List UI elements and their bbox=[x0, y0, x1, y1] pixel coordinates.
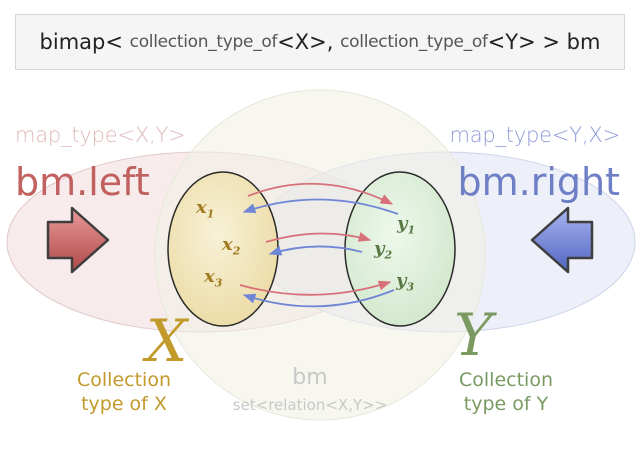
bimap-declaration-box: bimap< collection_type_of<X>, collection… bbox=[15, 14, 625, 70]
y-collection-label: Collection type of Y bbox=[446, 368, 566, 416]
right-map-type-label: map_type<Y,X> bbox=[449, 123, 620, 147]
relation-arrow-x1-y1 bbox=[247, 182, 394, 205]
y-element-2: y2 bbox=[374, 238, 393, 262]
relation-arrow-y3-x3 bbox=[242, 289, 395, 308]
x-collection-line1: Collection bbox=[77, 369, 171, 391]
decl-y-arg: <Y> > bm bbox=[487, 30, 601, 54]
y-element-1: y1 bbox=[397, 213, 416, 237]
left-view-arrow-icon bbox=[46, 206, 110, 274]
left-view-name: bm.left bbox=[15, 160, 150, 204]
relation-arrow-x3-y3 bbox=[239, 280, 392, 296]
decl-bimap: bimap< bbox=[39, 30, 123, 54]
y-element-3: y3 bbox=[396, 270, 415, 294]
x-element-1: x1 bbox=[196, 197, 215, 221]
decl-collection-type-x: collection_type_of bbox=[129, 32, 278, 52]
x-element-2: x2 bbox=[222, 234, 241, 258]
y-set-letter: Y bbox=[454, 301, 493, 369]
right-view-arrow-icon bbox=[530, 206, 594, 274]
relation-arrow-y1-x1 bbox=[242, 198, 399, 215]
decl-collection-type-y: collection_type_of bbox=[340, 32, 488, 52]
y-collection-line2: type of Y bbox=[463, 393, 549, 415]
relation-arrow-x2-y2 bbox=[265, 232, 372, 243]
x-collection-line2: type of X bbox=[81, 393, 167, 415]
relation-set-type: set<relation<X,Y>> bbox=[232, 396, 388, 414]
y-collection-line1: Collection bbox=[459, 369, 553, 391]
relation-set-name: bm bbox=[292, 365, 328, 390]
y-set-ellipse bbox=[344, 171, 456, 327]
left-map-type-label: map_type<X,Y> bbox=[15, 123, 186, 147]
x-set-letter: X bbox=[146, 307, 188, 375]
right-view-name: bm.right bbox=[457, 160, 620, 204]
relation-arrow-y2-x2 bbox=[268, 245, 363, 256]
decl-x-arg: <X>, bbox=[277, 30, 334, 54]
x-collection-label: Collection type of X bbox=[64, 368, 184, 416]
x-element-3: x3 bbox=[204, 266, 223, 290]
